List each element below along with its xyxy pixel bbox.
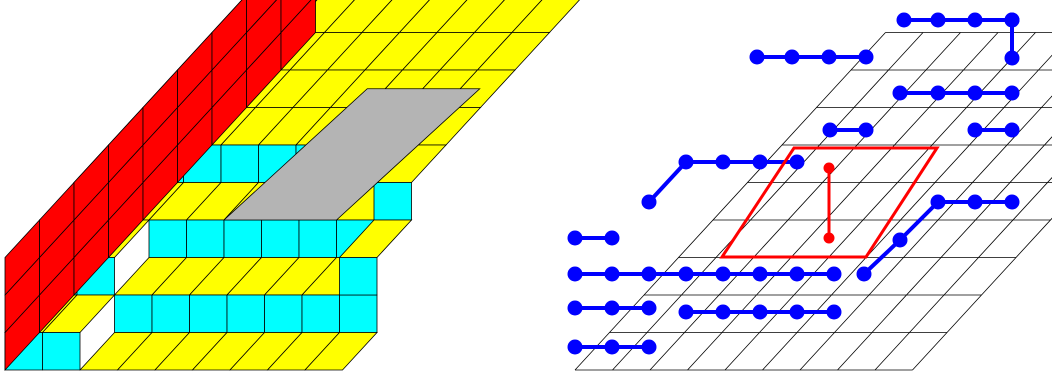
- loop-dot: [823, 232, 835, 244]
- grid-line: [912, 217, 1052, 371]
- dimer-dot: [789, 266, 805, 282]
- loop-dot: [823, 162, 835, 174]
- dimer-dot: [715, 266, 731, 282]
- dimer-dot: [752, 304, 768, 320]
- dimer-dot: [641, 194, 657, 210]
- front-face: [42, 332, 81, 371]
- dimer-dot: [715, 304, 731, 320]
- dimer-dot: [567, 266, 583, 282]
- side-face: [246, 0, 282, 72]
- grid-line: [874, 177, 1052, 371]
- dimer-dot: [604, 266, 620, 282]
- dimer-dot: [678, 304, 694, 320]
- dimer-dot: [930, 85, 946, 101]
- dimer-dot: [604, 300, 620, 316]
- dimer-dot: [641, 339, 657, 355]
- grid-line: [649, 32, 961, 371]
- loop-parallelogram: [719, 146, 940, 259]
- dimer-dot: [967, 194, 983, 210]
- dimer-dot: [1004, 194, 1020, 210]
- side-face: [280, 0, 316, 72]
- dimer-dot: [822, 122, 838, 138]
- dimer-dot: [784, 49, 800, 65]
- dimer-dot: [892, 85, 908, 101]
- hole-face: [222, 88, 481, 221]
- dimer-dot: [604, 230, 620, 246]
- dimer-dot: [821, 49, 837, 65]
- dimer-dot: [567, 300, 583, 316]
- top-face: [304, 332, 378, 371]
- dimer-dot: [967, 12, 983, 28]
- dimer-dot: [1004, 122, 1020, 138]
- dimer-dot: [858, 122, 874, 138]
- dimer-dot: [604, 339, 620, 355]
- dimer-dot: [1004, 85, 1020, 101]
- dimer-dot: [826, 266, 842, 282]
- dimer-dot: [678, 266, 694, 282]
- grid-line: [574, 32, 886, 371]
- dimer-dot: [1004, 50, 1020, 66]
- dimer-dot: [930, 194, 946, 210]
- dimer-dot: [856, 266, 872, 282]
- dimer-dot: [752, 154, 768, 170]
- dimer-dot: [858, 49, 874, 65]
- dimer-dot: [567, 230, 583, 246]
- dimer-dot: [789, 154, 805, 170]
- dimer-dot: [715, 154, 731, 170]
- left-tiles: [4, 0, 580, 372]
- side-face: [211, 0, 247, 72]
- dimer-dot: [930, 12, 946, 28]
- dimer-dot: [641, 266, 657, 282]
- dimer-dot: [1004, 12, 1020, 28]
- dimer-dot: [789, 304, 805, 320]
- dimer-chain: [862, 200, 1012, 276]
- dimer-dot: [967, 122, 983, 138]
- dimer-dot: [749, 49, 765, 65]
- dimer-dot: [967, 85, 983, 101]
- red-loop: [719, 146, 940, 259]
- side-face: [246, 0, 277, 34]
- dimer-dot: [752, 266, 768, 282]
- front-face: [339, 257, 378, 296]
- dimer-dot: [678, 154, 694, 170]
- blue-chains: [575, 18, 1014, 349]
- side-face: [280, 0, 312, 34]
- blue-dots: [567, 12, 1020, 355]
- grid-line: [612, 32, 924, 371]
- dimer-dot: [896, 12, 912, 28]
- dimer-dot: [641, 300, 657, 316]
- dimer-dot: [826, 304, 842, 320]
- dimer-dot: [567, 339, 583, 355]
- dimer-dot: [892, 232, 908, 248]
